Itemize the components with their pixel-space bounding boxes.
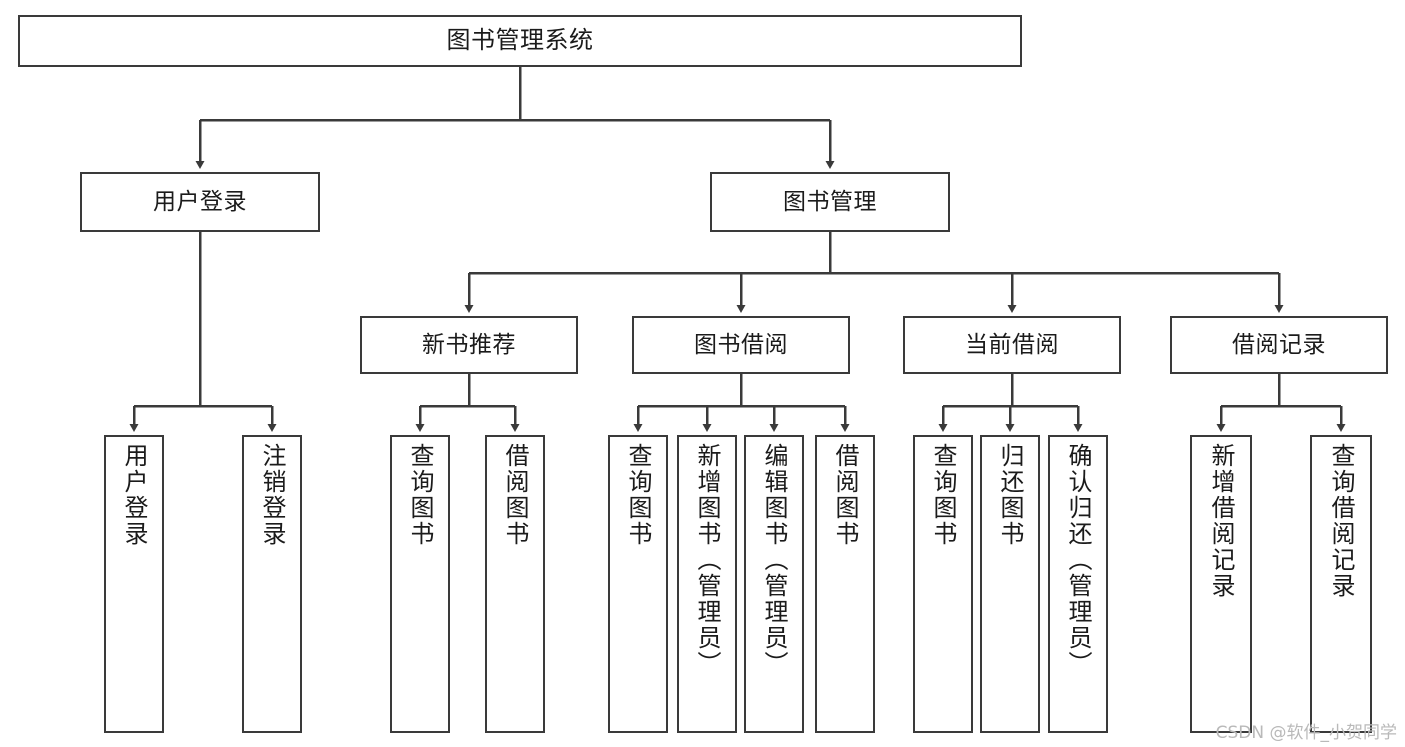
node-box-bookmgmt[interactable]: 图书管理 <box>710 172 950 232</box>
node-box-records[interactable]: 借阅记录 <box>1170 316 1388 374</box>
node-label-nb1: 查询图书 <box>406 443 434 547</box>
node-label-re1: 新增借阅记录 <box>1207 443 1235 599</box>
node-label-borrow: 图书借阅 <box>694 331 788 358</box>
node-box-bo2[interactable]: 新增图书（管理员） <box>677 435 737 733</box>
node-box-re2[interactable]: 查询借阅记录 <box>1310 435 1372 733</box>
node-label-bo2: 新增图书（管理员） <box>693 443 721 677</box>
node-box-nb1[interactable]: 查询图书 <box>390 435 450 733</box>
node-box-cu2[interactable]: 归还图书 <box>980 435 1040 733</box>
node-box-login[interactable]: 用户登录 <box>80 172 320 232</box>
node-box-login2[interactable]: 注销登录 <box>242 435 302 733</box>
node-label-login: 用户登录 <box>153 188 247 215</box>
node-label-login1: 用户登录 <box>120 443 148 547</box>
node-box-cu3[interactable]: 确认归还（管理员） <box>1048 435 1108 733</box>
node-box-borrow[interactable]: 图书借阅 <box>632 316 850 374</box>
node-box-bo4[interactable]: 借阅图书 <box>815 435 875 733</box>
node-label-cu3: 确认归还（管理员） <box>1064 443 1092 677</box>
node-label-current: 当前借阅 <box>965 331 1059 358</box>
node-label-newbook: 新书推荐 <box>422 331 516 358</box>
node-label-records: 借阅记录 <box>1232 331 1326 358</box>
node-label-bookmgmt: 图书管理 <box>783 188 877 215</box>
node-box-bo3[interactable]: 编辑图书（管理员） <box>744 435 804 733</box>
node-label-re2: 查询借阅记录 <box>1327 443 1355 599</box>
node-label-bo3: 编辑图书（管理员） <box>760 443 788 677</box>
node-label-cu2: 归还图书 <box>996 443 1024 547</box>
node-box-cu1[interactable]: 查询图书 <box>913 435 973 733</box>
node-box-bo1[interactable]: 查询图书 <box>608 435 668 733</box>
node-box-nb2[interactable]: 借阅图书 <box>485 435 545 733</box>
node-label-bo4: 借阅图书 <box>831 443 859 547</box>
node-label-cu1: 查询图书 <box>929 443 957 547</box>
node-box-re1[interactable]: 新增借阅记录 <box>1190 435 1252 733</box>
node-box-login1[interactable]: 用户登录 <box>104 435 164 733</box>
node-label-bo1: 查询图书 <box>624 443 652 547</box>
node-label-login2: 注销登录 <box>258 443 286 547</box>
node-label-root: 图书管理系统 <box>446 26 594 55</box>
node-box-newbook[interactable]: 新书推荐 <box>360 316 578 374</box>
node-label-nb2: 借阅图书 <box>501 443 529 547</box>
node-box-current[interactable]: 当前借阅 <box>903 316 1121 374</box>
node-box-root[interactable]: 图书管理系统 <box>18 15 1022 67</box>
